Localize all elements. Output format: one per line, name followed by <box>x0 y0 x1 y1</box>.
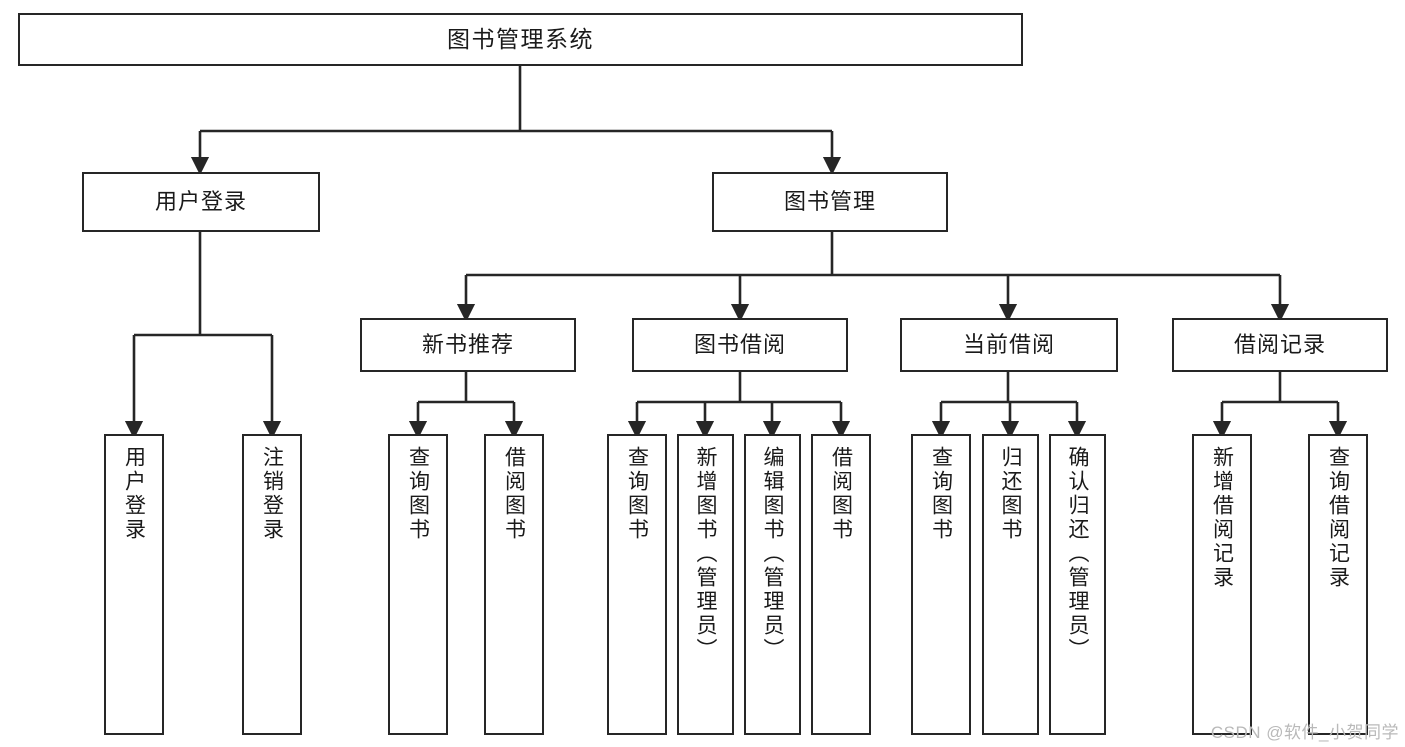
watermark: CSDN @软件_小贺同学 <box>1210 723 1399 742</box>
node-label: 新书推荐 <box>421 332 514 358</box>
node-label: 图书借阅 <box>693 332 786 358</box>
node-label: 新增借阅记录 <box>1210 446 1234 590</box>
node-leaf-confirm-return-admin[interactable]: 确认归还（管理员） <box>1049 434 1106 735</box>
node-leaf-user-login[interactable]: 用户登录 <box>104 434 164 735</box>
node-book-borrow[interactable]: 图书借阅 <box>632 318 848 372</box>
node-current-borrow[interactable]: 当前借阅 <box>900 318 1118 372</box>
node-book-management[interactable]: 图书管理 <box>712 172 948 232</box>
node-leaf-query-borrow-record[interactable]: 查询借阅记录 <box>1308 434 1368 735</box>
node-label: 当前借阅 <box>962 332 1055 358</box>
node-label: 注销登录 <box>260 446 284 542</box>
node-label: 借阅记录 <box>1233 332 1326 358</box>
node-label: 图书管理 <box>783 189 876 215</box>
node-leaf-borrow-book-2[interactable]: 借阅图书 <box>811 434 871 735</box>
node-borrow-record[interactable]: 借阅记录 <box>1172 318 1388 372</box>
node-label: 编辑图书（管理员） <box>761 446 785 662</box>
node-leaf-query-book-2[interactable]: 查询图书 <box>607 434 667 735</box>
node-label: 归还图书 <box>999 446 1023 542</box>
node-label: 查询图书 <box>929 446 953 542</box>
node-leaf-add-borrow-record[interactable]: 新增借阅记录 <box>1192 434 1252 735</box>
node-leaf-add-book-admin[interactable]: 新增图书（管理员） <box>677 434 734 735</box>
node-label: 确认归还（管理员） <box>1066 446 1090 662</box>
node-label: 借阅图书 <box>502 446 526 542</box>
node-leaf-logout[interactable]: 注销登录 <box>242 434 302 735</box>
node-label: 新增图书（管理员） <box>694 446 718 662</box>
node-root-book-management-system[interactable]: 图书管理系统 <box>18 13 1023 66</box>
node-leaf-borrow-book-1[interactable]: 借阅图书 <box>484 434 544 735</box>
node-label: 查询图书 <box>406 446 430 542</box>
node-label: 查询图书 <box>625 446 649 542</box>
node-leaf-edit-book-admin[interactable]: 编辑图书（管理员） <box>744 434 801 735</box>
node-label: 用户登录 <box>154 189 247 215</box>
node-leaf-return-book[interactable]: 归还图书 <box>982 434 1039 735</box>
node-label: 借阅图书 <box>829 446 853 542</box>
node-new-book-recommendation[interactable]: 新书推荐 <box>360 318 576 372</box>
node-leaf-query-book-3[interactable]: 查询图书 <box>911 434 971 735</box>
node-label: 查询借阅记录 <box>1326 446 1350 590</box>
node-label: 用户登录 <box>122 446 146 542</box>
node-user-login[interactable]: 用户登录 <box>82 172 320 232</box>
node-leaf-query-book-1[interactable]: 查询图书 <box>388 434 448 735</box>
node-label: 图书管理系统 <box>447 26 594 53</box>
